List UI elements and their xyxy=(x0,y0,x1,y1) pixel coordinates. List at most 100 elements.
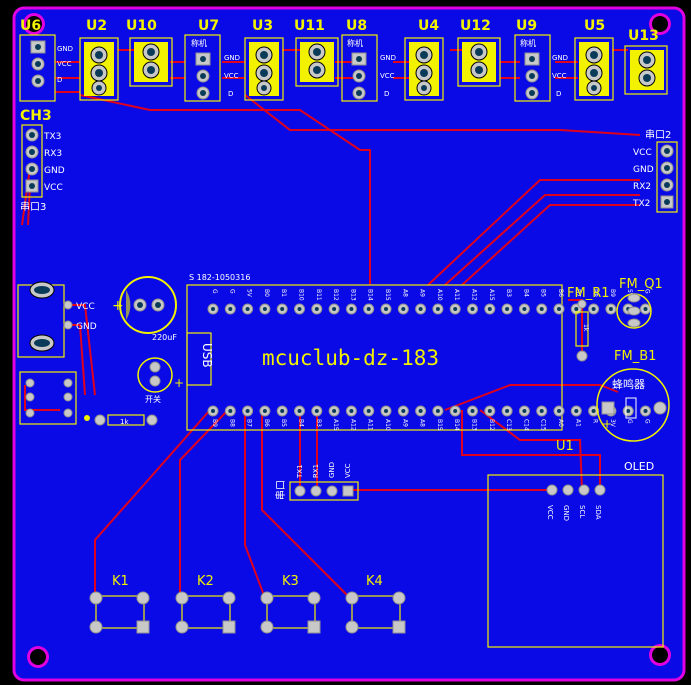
ch2-pin-vcc: VCC xyxy=(633,148,652,158)
mounting-hole-top-left xyxy=(23,13,45,35)
mcu-bottom-pin-hole-9 xyxy=(349,409,354,413)
mcu-bottom-pin-hole-20 xyxy=(539,409,544,413)
component-uart-header[interactable]: 串口 TX1 RX1 GND VCC xyxy=(275,462,359,501)
mcu-top-pin-hole-18 xyxy=(505,307,510,311)
mcu-bottom-pin-hole-16 xyxy=(470,409,475,413)
mcu-bottom-pin-hole-6 xyxy=(297,409,302,413)
component-power-jack[interactable]: VCC GND xyxy=(17,281,97,358)
mcu-top-pin-label-10: B14 xyxy=(367,289,374,301)
component-u3[interactable]: U3 xyxy=(244,18,284,101)
u9-pin-gnd: GND xyxy=(552,54,568,62)
u11-label: U11 xyxy=(294,18,325,34)
capacitor-value: 220uF xyxy=(152,333,177,342)
mcu-top-pin-hole-6 xyxy=(297,307,302,311)
uart-pin-rx1: RX1 xyxy=(312,464,320,478)
mcu-top-pin-label-16: A12 xyxy=(471,289,478,301)
mcu-bottom-pin-label-15: B14 xyxy=(453,419,460,431)
mcu-bottom-pin-label-4: B6 xyxy=(263,419,270,427)
oled-pin-sda: SDA xyxy=(594,505,602,520)
button-k2[interactable]: K2 xyxy=(175,574,236,634)
component-ch2[interactable]: 串口2 VCC GND RX2 TX2 xyxy=(632,129,678,213)
mcu-top-pin-hole-8 xyxy=(332,307,337,311)
mcu-top-pin-hole-21 xyxy=(557,307,561,311)
u9-head: 称机 xyxy=(520,38,536,48)
switch-label: 开关 xyxy=(145,394,161,404)
component-fm-q1[interactable]: FM_Q1 xyxy=(616,277,663,329)
mcu-top-pin-hole-14 xyxy=(435,307,440,311)
component-u8[interactable]: U8 称机 GND VCC D xyxy=(341,18,396,102)
mcu-top-pin-label-8: B12 xyxy=(332,289,339,301)
mcu-top-pin-hole-16 xyxy=(470,307,475,311)
u7-pin-gnd: GND xyxy=(224,54,240,62)
component-fm-r1[interactable]: FM_R1 1k xyxy=(567,286,610,362)
mcu-bottom-pin-label-14: B15 xyxy=(436,419,443,431)
mcu-bottom-pin-hole-12 xyxy=(401,409,406,413)
mcu-bottom-pin-label-3: B7 xyxy=(246,419,253,427)
ch3-pin-tx3: TX3 xyxy=(43,132,61,142)
mcu-top-pin-label-26: G xyxy=(644,289,651,294)
mcu-top-pin-hole-9 xyxy=(349,307,354,311)
mcu-top-pin-hole-22 xyxy=(574,307,579,311)
component-u5[interactable]: U5 xyxy=(574,18,614,101)
mcu-bottom-pin-label-11: A10 xyxy=(384,419,391,431)
oled-pin-vcc: VCC xyxy=(546,505,554,520)
mcu-top-pin-label-12: A8 xyxy=(401,289,408,297)
oled-pin-scl: SCL xyxy=(578,505,586,518)
svg-text:+: + xyxy=(112,298,124,314)
button-k3[interactable]: K3 xyxy=(260,574,321,634)
component-capacitor[interactable]: + 220uF xyxy=(112,276,177,342)
mcu-bottom-pin-label-22: A1 xyxy=(574,419,581,427)
mcu-top-pin-label-25: 5V xyxy=(626,289,633,298)
mcu-bottom-pin-hole-3 xyxy=(245,409,250,413)
button-k4[interactable]: K4 xyxy=(345,574,406,634)
mounting-hole-top-right xyxy=(649,13,671,35)
power-pin-gnd: GND xyxy=(76,322,97,332)
mounting-hole-bottom-left xyxy=(27,646,49,668)
component-u11[interactable]: U11 xyxy=(294,18,339,87)
component-u10[interactable]: U10 xyxy=(126,18,173,87)
k4-label: K4 xyxy=(366,574,383,589)
component-u12[interactable]: U12 xyxy=(457,18,501,87)
oled-label: OLED xyxy=(624,460,654,473)
ch3-pin-rx3: RX3 xyxy=(44,149,62,159)
component-resistor[interactable]: 1k xyxy=(94,414,158,426)
board-title: mcuclub-dz-183 xyxy=(262,346,439,370)
u10-label: U10 xyxy=(126,18,157,34)
u1-label: U1 xyxy=(556,439,574,454)
resistor-value: 1k xyxy=(120,418,129,426)
component-oled[interactable]: U1 OLED VCC GND SCL SDA xyxy=(487,439,664,648)
mcu-bottom-pin-hole-1 xyxy=(211,409,215,413)
u6-label: U6 xyxy=(20,18,41,34)
mcu-top-pin-label-1: G xyxy=(211,289,218,294)
mcu-top-pin-label-22: B7 xyxy=(574,289,581,297)
mcu-bottom-pin-hole-18 xyxy=(505,409,510,413)
component-u7[interactable]: U7 称机 GND VCC D xyxy=(184,18,240,102)
mcu-top-pin-label-15: A11 xyxy=(453,289,460,301)
component-u4[interactable]: U4 xyxy=(404,18,444,101)
mcu-top-pin-label-24: B9 xyxy=(609,289,616,297)
component-u9[interactable]: U9 称机 GND VCC D xyxy=(514,18,568,102)
component-led[interactable]: + 开关 xyxy=(137,357,184,404)
mcu-bottom-pin-label-24: 3V xyxy=(609,419,616,428)
mcu-top-pin-label-11: B15 xyxy=(384,289,391,301)
component-switch[interactable] xyxy=(19,371,90,425)
mcu-bottom-pin-label-5: B5 xyxy=(280,419,287,427)
mcu-bottom-pin-label-21: A0 xyxy=(557,419,564,427)
button-k1[interactable]: K1 xyxy=(89,574,150,634)
ch3-label: CH3 xyxy=(20,108,52,124)
mcu-top-pin-hole-26 xyxy=(643,307,648,311)
component-ch3[interactable]: CH3 TX3 RX3 GND VCC 串口3 xyxy=(20,108,65,213)
mcu-top-pin-label-20: B5 xyxy=(540,289,547,297)
mcu-bottom-pin-hole-15 xyxy=(453,409,458,413)
component-u2[interactable]: U2 xyxy=(79,18,119,101)
ch3-caption: 串口3 xyxy=(20,201,46,213)
u4-label: U4 xyxy=(418,18,439,34)
mcu-bottom-pin-label-25: G xyxy=(626,419,633,424)
component-u13[interactable]: U13 xyxy=(624,28,668,95)
mcu-top-pin-hole-7 xyxy=(314,307,319,311)
component-fm-b1[interactable]: FM_B1 蜂鸣器 + xyxy=(596,349,670,442)
ch2-pin-tx2: TX2 xyxy=(632,199,650,209)
svg-text:+: + xyxy=(174,376,184,390)
component-u6[interactable]: U6 GND VCC D xyxy=(19,18,73,102)
